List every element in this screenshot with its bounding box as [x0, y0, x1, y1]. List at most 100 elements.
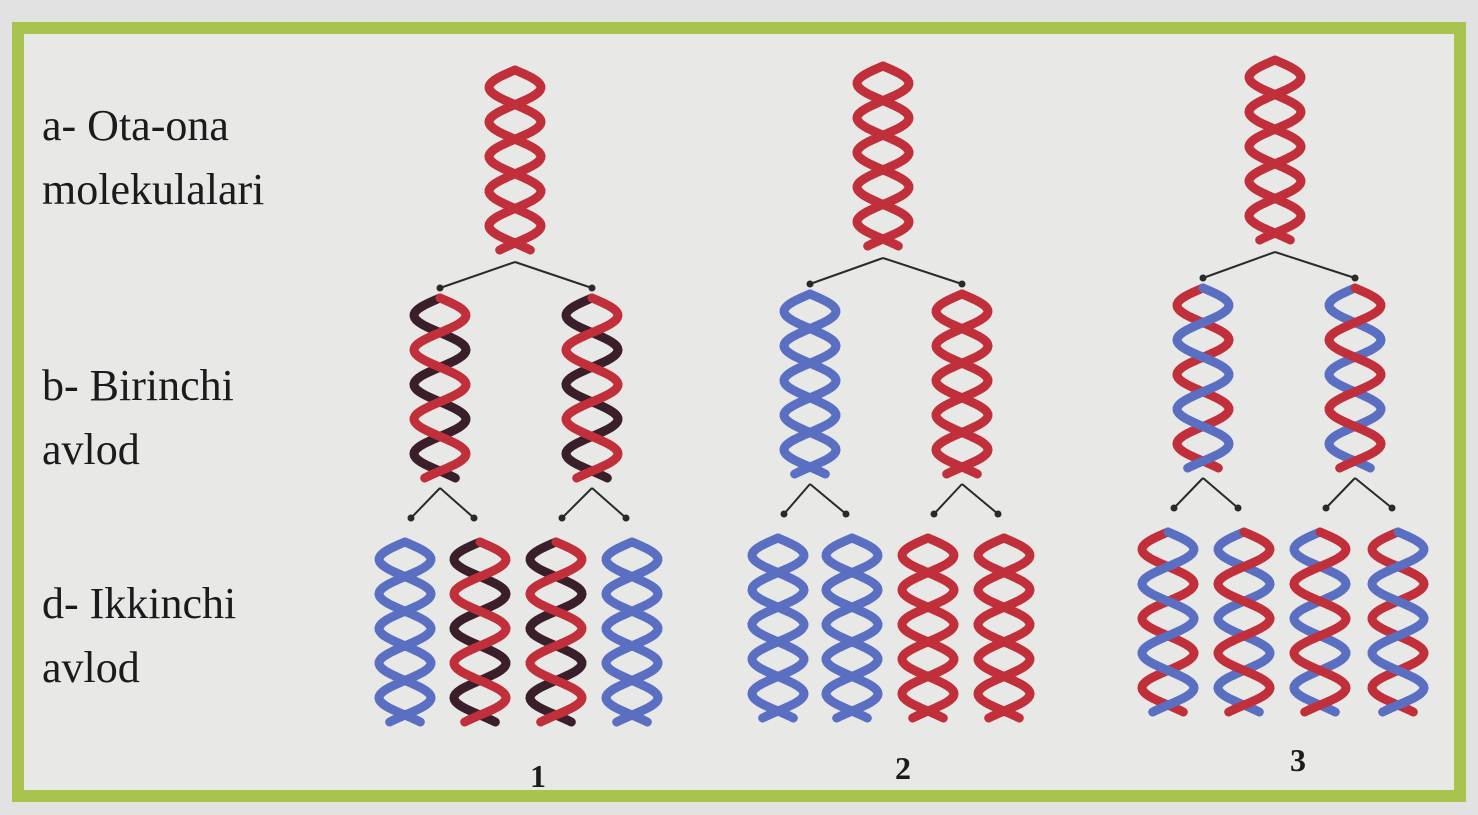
connector-line: [1354, 477, 1393, 509]
dna-strand-back: [747, 533, 809, 723]
second-gen-dna-helix-1-1: [374, 537, 436, 727]
connector-dot: [436, 284, 444, 292]
second-gen-dna-helix-3-1: [1137, 527, 1199, 717]
connector-dot: [1234, 504, 1242, 512]
connector-line: [882, 257, 963, 285]
dna-strand-front: [931, 289, 993, 479]
dna-strand-back: [1172, 283, 1234, 473]
dna-strand-back: [1324, 283, 1386, 473]
dna-strand-front: [449, 537, 511, 727]
connector-dot: [842, 510, 850, 518]
second-gen-dna-helix-2-1: [747, 533, 809, 723]
second-gen-dna-helix-2-4: [973, 533, 1035, 723]
connector-first-to-second-b-1: [558, 487, 630, 522]
dna-strand-front: [1172, 283, 1234, 473]
model-number-2: 2: [895, 750, 911, 786]
connector-line: [439, 261, 516, 289]
connector-first-to-second-b-2: [930, 483, 1002, 518]
dna-strand-front: [561, 293, 623, 483]
connector-dot: [1170, 504, 1178, 512]
parent-dna-helix-2: [852, 61, 914, 251]
connector-dot: [622, 514, 630, 522]
connector-dot: [930, 510, 938, 518]
connector-dot: [470, 514, 478, 522]
connector-first-to-second-b-3: [1322, 477, 1396, 512]
dna-strand-back: [601, 537, 663, 727]
connector-line: [514, 261, 593, 289]
first-gen-dna-helix-2-1: [779, 289, 841, 479]
parent-dna-helix-3: [1244, 55, 1306, 245]
connector-dot: [407, 514, 415, 522]
parent-label-line1: a- Ota-ona: [42, 101, 229, 150]
connector-line: [809, 257, 884, 285]
connector-first-to-second-a-3: [1170, 477, 1242, 512]
parent-molecules-label: a- Ota-ona molekulalari: [42, 94, 264, 222]
parent-label-line2: molekulalari: [42, 165, 265, 214]
dna-strand-back: [374, 537, 436, 727]
dna-strand-front: [409, 293, 471, 483]
dna-strand-back: [1367, 527, 1429, 717]
dna-strand-front: [897, 533, 959, 723]
dna-strand-back: [409, 293, 471, 483]
connector-dot: [958, 280, 966, 288]
dna-strand-back: [973, 533, 1035, 723]
connector-first-to-second-a-1: [407, 487, 478, 522]
first-gen-dna-helix-1-2: [561, 293, 623, 483]
connector-dot: [780, 510, 788, 518]
dna-strand-front: [1289, 527, 1351, 717]
dna-strand-front: [1324, 283, 1386, 473]
dna-strand-back: [1244, 55, 1306, 245]
first-label-line1: b- Birinchi: [42, 361, 234, 410]
connector-line: [1202, 477, 1239, 509]
dna-strand-front: [525, 537, 587, 727]
dna-strand-back: [561, 293, 623, 483]
first-gen-dna-helix-3-1: [1172, 283, 1234, 473]
dna-strand-back: [449, 537, 511, 727]
dna-strand-front: [779, 289, 841, 479]
connector-line: [1173, 477, 1204, 509]
connector-line: [933, 483, 963, 515]
connector-line: [1202, 251, 1276, 279]
first-gen-dna-helix-1-1: [409, 293, 471, 483]
connector-dot: [1388, 504, 1396, 512]
connector-dot: [588, 284, 596, 292]
dna-strand-front: [1244, 55, 1306, 245]
connector-dot: [1351, 274, 1359, 282]
connector-first-to-second-a-2: [780, 483, 850, 518]
connector-line: [439, 487, 475, 519]
dna-strand-front: [973, 533, 1035, 723]
dna-strand-front: [1367, 527, 1429, 717]
dna-strand-front: [821, 533, 883, 723]
dna-strand-back: [525, 537, 587, 727]
model-number-1: 1: [530, 758, 546, 794]
connector-line: [591, 487, 627, 519]
connector-line: [410, 487, 441, 519]
first-gen-dna-helix-2-2: [931, 289, 993, 479]
dna-strand-back: [1137, 527, 1199, 717]
parent-dna-helix-1: [484, 65, 546, 255]
dna-strand-back: [1289, 527, 1351, 717]
second-gen-dna-helix-2-2: [821, 533, 883, 723]
second-gen-dna-helix-2-3: [897, 533, 959, 723]
second-label-line1: d- Ikkinchi: [42, 579, 237, 628]
second-gen-dna-helix-3-2: [1213, 527, 1275, 717]
second-gen-dna-helix-1-3: [525, 537, 587, 727]
connector-line: [961, 483, 999, 515]
connector-dot: [994, 510, 1002, 518]
first-gen-dna-helix-3-2: [1324, 283, 1386, 473]
connector-parent-to-first-2: [806, 257, 966, 288]
second-gen-dna-helix-3-3: [1289, 527, 1351, 717]
dna-strand-back: [484, 65, 546, 255]
dna-strand-front: [484, 65, 546, 255]
dna-strand-front: [747, 533, 809, 723]
second-generation-label: d- Ikkinchi avlod: [42, 572, 236, 700]
first-label-line2: avlod: [42, 425, 140, 474]
second-label-line2: avlod: [42, 643, 140, 692]
first-generation-label: b- Birinchi avlod: [42, 354, 234, 482]
second-gen-dna-helix-1-2: [449, 537, 511, 727]
dna-strand-back: [897, 533, 959, 723]
dna-strand-back: [779, 289, 841, 479]
connector-line: [809, 483, 847, 515]
connector-line: [561, 487, 593, 519]
